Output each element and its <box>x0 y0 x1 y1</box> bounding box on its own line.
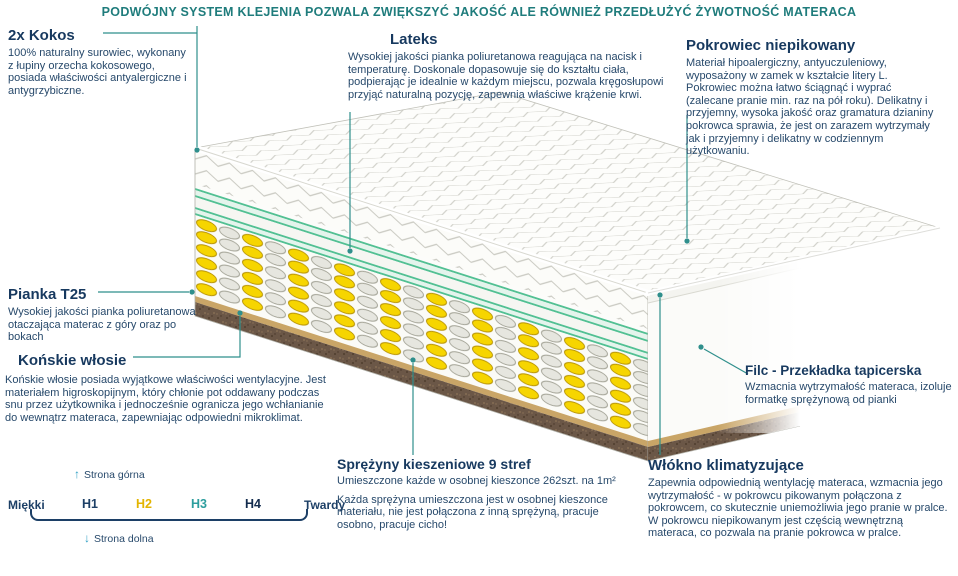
glue-line <box>195 207 648 354</box>
firmness-level-h4: H4 <box>245 497 261 511</box>
horsehair-callout-line <box>133 316 241 358</box>
callout-dots <box>189 147 704 363</box>
mattress-side-face <box>647 257 801 462</box>
callout-kokos: 2x Kokos 100% naturalny surowiec, wykona… <box>8 27 190 97</box>
glue-callout-line <box>103 26 198 147</box>
hard-label: Twardy <box>304 498 346 512</box>
bottom-side-label: Strona dolna <box>94 533 154 545</box>
sprezyny-heading: Sprężyny kieszeniowe 9 stref <box>337 456 531 472</box>
down-arrow-icon: ↓ <box>84 531 90 545</box>
cover-layer <box>195 148 648 329</box>
sprezyny-body-2: Każda sprężyna umieszczona jest w osobne… <box>337 493 608 531</box>
base-layer <box>195 302 648 461</box>
top-side-label: Strona górna <box>84 469 145 481</box>
pianka-heading: Pianka T25 <box>8 286 87 303</box>
pokrowiec-body: Materiał hipoalergiczny, antyuczuleniowy… <box>686 57 934 158</box>
top-side-note: ↑ Strona górna <box>74 467 145 481</box>
pokrowiec-heading: Pokrowiec niepikowany <box>686 37 856 54</box>
callout-wlokno: Włókno klimatyzujące Zapewnia odpowiedni… <box>648 457 954 540</box>
callout-konskie-body: Końskie włosie posiada wyjątkowe właściw… <box>5 374 335 424</box>
filc-heading: Filc - Przekładka tapicerska <box>745 363 922 378</box>
kokos-layer <box>195 209 648 358</box>
firmness-level-h2: H2 <box>136 497 152 511</box>
glue-line <box>195 195 648 342</box>
pianka-body: Wysokiej jakości pianka poliuretanowa ot… <box>8 306 196 344</box>
callout-pokrowiec: Pokrowiec niepikowany Materiał hipoalerg… <box>686 37 936 158</box>
callout-pianka: Pianka T25 Wysokiej jakości pianka poliu… <box>8 286 213 344</box>
mattress-edges <box>192 145 943 296</box>
wlokno-body: Zapewnia odpowiednią wentylację materaca… <box>648 477 948 540</box>
firmness-level-h3: H3 <box>191 497 207 511</box>
konskie-heading: Końskie włosie <box>18 352 127 369</box>
lateks-heading: Lateks <box>390 31 438 48</box>
bottom-side-note: ↓ Strona dolna <box>84 531 154 545</box>
callout-lateks: Lateks Wysokiej jakości pianka poliureta… <box>348 31 686 101</box>
felt-callout-line <box>703 348 749 375</box>
wlokno-heading: Włókno klimatyzujące <box>648 457 804 474</box>
kokos-heading: 2x Kokos <box>8 27 75 44</box>
soft-label: Miękki <box>8 498 45 512</box>
glue-line <box>195 213 648 360</box>
kokos-layer <box>195 190 648 340</box>
firmness-bracket <box>30 509 308 521</box>
pocket-springs-layer <box>195 215 648 441</box>
up-arrow-icon: ↑ <box>74 467 80 481</box>
glue-line <box>195 188 648 335</box>
callout-lines <box>98 26 749 455</box>
callout-konskie-heading: Końskie włosie <box>18 352 218 372</box>
lateks-layer <box>195 197 648 352</box>
konskie-body: Końskie włosie posiada wyjątkowe właściw… <box>5 374 326 424</box>
page-title: PODWÓJNY SYSTEM KLEJENIA POZWALA ZWIĘKSZ… <box>101 5 857 19</box>
firmness-level-h1: H1 <box>82 497 98 511</box>
lateks-body: Wysokiej jakości pianka poliuretanowa re… <box>348 51 664 101</box>
filc-body: Wzmacnia wytrzymałość materaca, izoluje … <box>745 381 952 406</box>
mattress-cross-section <box>194 147 649 462</box>
callout-sprezyny: Sprężyny kieszeniowe 9 stref Umieszczone… <box>337 456 637 531</box>
kokos-body: 100% naturalny surowiec, wykonany z łupi… <box>8 47 187 97</box>
horse-hair-layer <box>195 296 648 447</box>
callout-filc: Filc - Przekładka tapicerska Wzmacnia wy… <box>745 363 955 406</box>
sprezyny-body: Umieszczone każde w osobnej kieszonce 26… <box>337 475 616 487</box>
